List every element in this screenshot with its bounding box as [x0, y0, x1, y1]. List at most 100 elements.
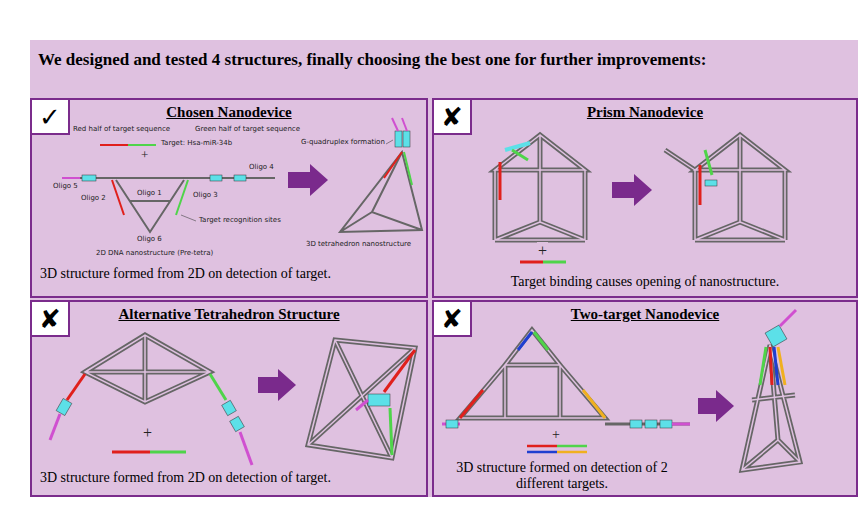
arrow-part — [288, 164, 328, 196]
two-target-2d-drawing-part — [557, 451, 587, 454]
arrow — [698, 390, 734, 422]
two-target-3d-drawing — [742, 310, 800, 470]
prism-drawing-part — [520, 261, 543, 264]
panel-caption: 3D structure formed on detection of 2 di… — [442, 460, 682, 492]
alt-tetra-drawing — [308, 340, 415, 458]
alt-2d-drawing-part — [67, 374, 85, 400]
part-label: Red half of target sequence — [72, 126, 171, 134]
two-target-2d-drawing-part — [460, 330, 605, 418]
two-target-3d-drawing-part — [780, 310, 796, 326]
tetrahedron-drawing-part — [384, 152, 402, 178]
part-label: Target: Hsa-miR-34b — [160, 140, 233, 148]
opened-prism-drawing-part — [705, 180, 717, 186]
arrow — [612, 174, 652, 206]
pre-tetra-drawing-part — [128, 144, 156, 146]
panel-title: Two-target Nanodevice — [438, 306, 852, 323]
part-label: Oligo 5 — [52, 183, 79, 191]
part-label: Oligo 4 — [248, 164, 275, 172]
pre-tetra-drawing-part — [176, 180, 188, 215]
pre-tetra-drawing-part — [62, 177, 80, 179]
panel-caption: Target binding causes opening of nanostr… — [444, 274, 846, 290]
alt-2d-drawing-part — [222, 400, 237, 415]
two-target-3d-drawing-part — [774, 347, 778, 385]
opened-prism-drawing-part — [699, 165, 702, 205]
part-label: Target recognition sites — [198, 217, 282, 225]
prism-drawing — [495, 135, 585, 262]
pre-tetra-drawing-part — [116, 180, 184, 232]
two-target-2d-drawing-part — [446, 420, 458, 428]
two-target-2d-drawing-part — [534, 332, 548, 350]
pre-tetra-drawing-part — [112, 180, 124, 215]
alt-tetra-drawing-part — [308, 340, 415, 458]
two-target-2d-drawing-part — [527, 451, 557, 454]
alt-2d-drawing-part — [85, 335, 210, 402]
arrow — [288, 164, 328, 196]
alt-2d-drawing-part — [240, 432, 252, 465]
panel-caption: 3D structure formed from 2D on detection… — [40, 266, 420, 282]
two-target-3d-drawing-part — [760, 347, 766, 385]
prism-drawing-part — [512, 150, 528, 160]
panel-title: Chosen Nanodevice — [36, 104, 422, 121]
alt-tetra-drawing-part — [384, 350, 415, 392]
alt-tetra-drawing-part — [368, 394, 390, 406]
tetrahedron-drawing-part — [392, 118, 398, 131]
pre-tetra-drawing-part — [100, 144, 128, 146]
alt-2d-drawing-part — [85, 335, 210, 402]
verdict-symbol: ✘ — [441, 104, 463, 130]
two-target-2d-drawing-part — [460, 390, 483, 418]
part-label: Green half of target sequence — [194, 126, 301, 134]
tetrahedron-drawing-part — [395, 131, 402, 147]
alt-2d-drawing-part — [56, 398, 72, 415]
alt-tetra-drawing-part — [390, 408, 392, 455]
panel-box: Prism NanodeviceTarget binding causes op… — [432, 98, 858, 298]
plus-sign: + — [537, 242, 548, 260]
pre-tetra-drawing-part — [234, 175, 246, 181]
part-label: Oligo 6 — [136, 236, 163, 244]
two-target-2d-drawing-part — [660, 420, 672, 428]
pre-tetra-drawing-part — [181, 215, 196, 221]
verdict-box: ✘ — [30, 300, 70, 337]
verdict-symbol: ✓ — [39, 104, 61, 130]
verdict-symbol: ✘ — [441, 306, 463, 332]
pre-tetra-drawing-part — [82, 175, 96, 181]
prism-drawing-part — [505, 143, 530, 150]
panel-title: Prism Nanodevice — [438, 104, 852, 121]
alt-2d-drawing-part — [112, 451, 150, 454]
plus-sign: + — [551, 427, 561, 442]
alt-2d-drawing-part — [50, 414, 60, 440]
opened-prism-drawing-part — [665, 135, 785, 240]
arrow — [258, 369, 296, 401]
two-target-2d-drawing-part — [672, 423, 690, 426]
tetrahedron-drawing-part — [386, 140, 393, 144]
panel-box: Two-target Nanodevice 3D structure formed… — [432, 300, 858, 497]
two-target-2d-drawing-part — [583, 390, 605, 418]
panel-title: Alternative Tetrahedron Structure — [36, 306, 422, 323]
two-target-2d-drawing-part — [557, 445, 587, 448]
arrow-part — [612, 174, 652, 206]
prism-drawing-part — [495, 135, 585, 240]
opened-prism-drawing — [665, 135, 785, 240]
prism-drawing-part — [499, 162, 502, 200]
page-title: We designed and tested 4 structures, fin… — [38, 50, 706, 70]
verdict-box: ✘ — [432, 300, 472, 337]
two-target-3d-drawing-part — [778, 347, 785, 385]
two-target-3d-drawing-part — [742, 345, 800, 470]
opened-prism-drawing-part — [705, 150, 712, 175]
two-target-2d-drawing-part — [630, 420, 642, 428]
tetrahedron-drawing-part — [402, 118, 407, 131]
tetrahedron-drawing-part — [404, 152, 412, 185]
two-target-3d-drawing-part — [765, 325, 787, 347]
part-label: 3D tetrahedron nanostructure — [305, 241, 412, 249]
plus-sign: + — [140, 148, 149, 162]
pre-tetra-drawing-part — [210, 175, 222, 181]
part-label: G-quadruplex formation — [300, 139, 386, 147]
part-label: Oligo 1 — [136, 190, 163, 198]
plus-sign: + — [142, 424, 153, 442]
alt-tetra-drawing-part — [308, 340, 415, 458]
arrow-part — [698, 390, 734, 422]
alt-tetra-drawing-part — [356, 400, 368, 410]
arrow-part — [258, 369, 296, 401]
two-target-2d-drawing-part — [518, 332, 532, 350]
alt-2d-drawing-part — [210, 374, 226, 400]
